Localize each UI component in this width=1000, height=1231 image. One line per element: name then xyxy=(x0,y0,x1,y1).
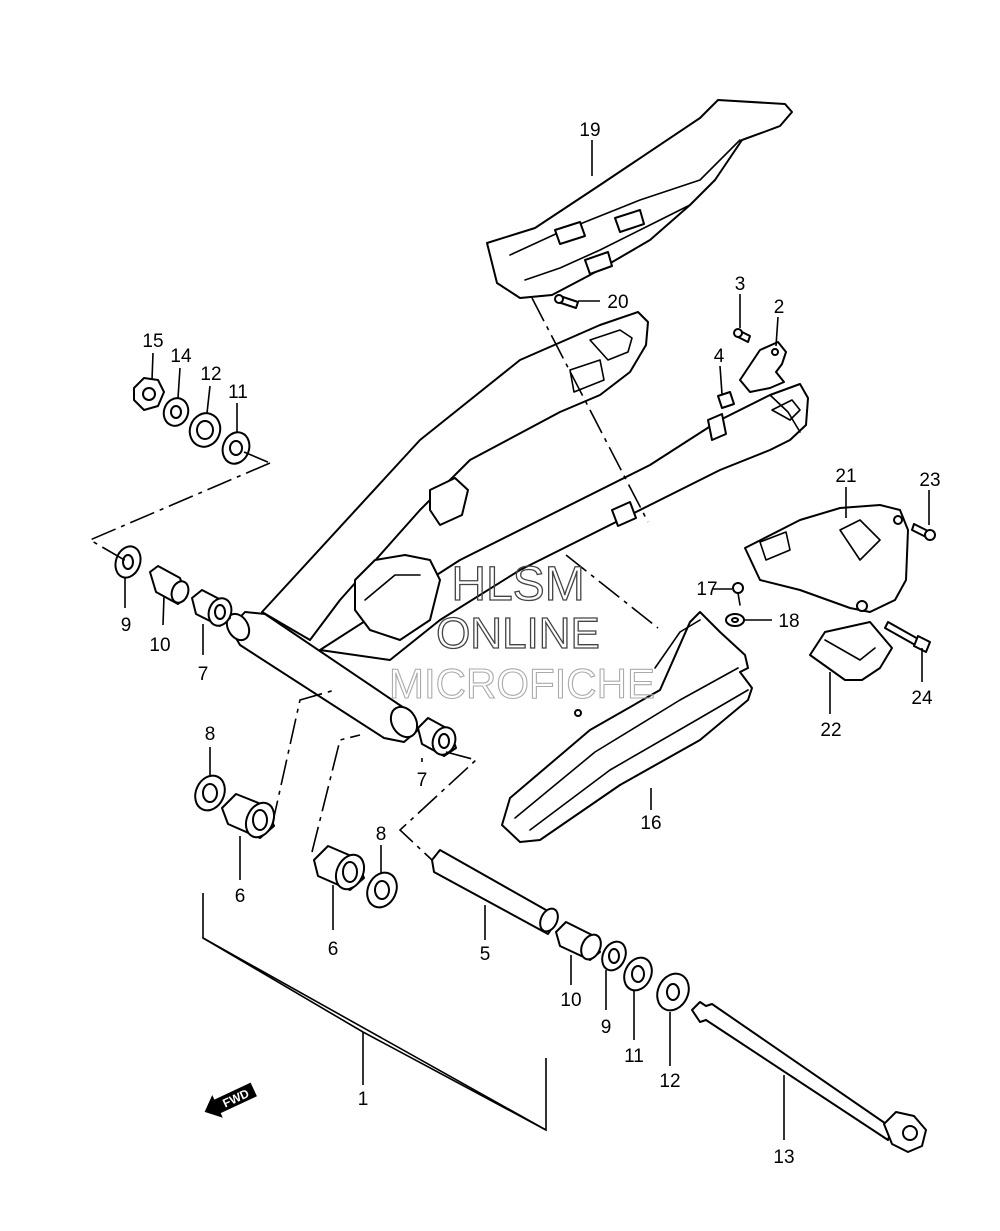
callout-labels: 19 20 3 2 4 15 14 12 11 21 23 17 18 24 2… xyxy=(121,120,941,1168)
spacer-part-10-left[interactable] xyxy=(149,565,191,605)
callout-15: 15 xyxy=(142,331,163,352)
seal-part-9-left[interactable] xyxy=(111,543,144,581)
callout-9-right: 9 xyxy=(601,1017,612,1038)
washer-part-11-lower[interactable] xyxy=(619,953,657,995)
callout-17: 17 xyxy=(696,579,717,600)
callout-10-right: 10 xyxy=(560,990,581,1011)
callout-3: 3 xyxy=(735,274,746,295)
bearing-part-7-left[interactable] xyxy=(191,589,235,629)
spacer-part-10-right[interactable] xyxy=(555,921,605,963)
callout-1: 1 xyxy=(358,1089,369,1110)
callout-8-left: 8 xyxy=(205,724,216,745)
washer-part-14[interactable] xyxy=(160,395,192,430)
screw-part-17[interactable] xyxy=(732,582,744,606)
callout-7-left: 7 xyxy=(198,664,209,685)
callout-2: 2 xyxy=(774,297,785,318)
callout-19: 19 xyxy=(579,120,600,141)
watermark: HLSM ONLINE MICROFICHE xyxy=(388,557,655,707)
nut-part-15[interactable] xyxy=(133,377,165,411)
callout-22: 22 xyxy=(820,720,841,741)
spacer-part-5[interactable] xyxy=(431,849,561,935)
centerlines xyxy=(88,297,659,861)
watermark-line-3: MICROFICHE xyxy=(389,660,655,707)
collar-part-12-upper[interactable] xyxy=(185,409,225,451)
watermark-line-1: HLSM xyxy=(451,558,584,611)
callout-5: 5 xyxy=(480,944,491,965)
callout-20: 20 xyxy=(607,292,628,313)
callout-4: 4 xyxy=(714,346,725,367)
callout-6-right: 6 xyxy=(328,939,339,960)
callout-12-lower: 12 xyxy=(659,1071,680,1092)
bolt-part-24[interactable] xyxy=(884,621,931,653)
plate-part-2[interactable] xyxy=(739,341,787,393)
washer-part-11-upper[interactable] xyxy=(218,429,253,468)
callout-24: 24 xyxy=(911,688,933,709)
seal-part-9-right[interactable] xyxy=(598,938,631,974)
bearing-part-6-right[interactable] xyxy=(313,845,369,894)
bracket-part-21[interactable] xyxy=(744,504,909,613)
callout-8-right: 8 xyxy=(376,824,387,845)
callout-11-lower: 11 xyxy=(624,1046,644,1067)
bolt-part-20[interactable] xyxy=(554,294,579,309)
fwd-arrow-icon: FWD xyxy=(204,1082,257,1118)
callout-16: 16 xyxy=(640,813,661,834)
collar-part-12-lower[interactable] xyxy=(651,968,694,1015)
bearing-part-6-left[interactable] xyxy=(221,793,279,842)
callout-23: 23 xyxy=(919,470,940,491)
callout-11-upper: 11 xyxy=(228,382,248,403)
bearing-part-7-right[interactable] xyxy=(417,717,459,758)
callout-10-left: 10 xyxy=(149,635,170,656)
chain-guard-part-19[interactable] xyxy=(486,99,793,299)
callout-14: 14 xyxy=(170,346,192,367)
watermark-line-2: ONLINE xyxy=(436,609,600,658)
washer-part-18[interactable] xyxy=(725,613,745,627)
screw-part-3[interactable] xyxy=(733,328,751,343)
fwd-label: FWD xyxy=(221,1086,252,1110)
callout-18: 18 xyxy=(778,611,799,632)
seal-part-8-left[interactable] xyxy=(190,771,231,815)
bolt-part-23[interactable] xyxy=(911,523,936,541)
swingarm-body[interactable] xyxy=(222,311,809,743)
chain-slider-part-16[interactable] xyxy=(501,611,753,843)
seal-part-8-right[interactable] xyxy=(362,868,403,912)
leader-lines xyxy=(124,140,930,1140)
clip-part-4[interactable] xyxy=(717,391,735,409)
callout-13: 13 xyxy=(773,1147,794,1168)
callout-21: 21 xyxy=(835,466,856,487)
callout-6-left: 6 xyxy=(235,886,246,907)
callout-7-right: 7 xyxy=(417,770,428,791)
cover-part-22[interactable] xyxy=(809,621,893,681)
pivot-shaft-part-13[interactable] xyxy=(691,1001,927,1153)
callout-12-upper: 12 xyxy=(200,364,221,385)
callout-9-left: 9 xyxy=(121,615,132,636)
